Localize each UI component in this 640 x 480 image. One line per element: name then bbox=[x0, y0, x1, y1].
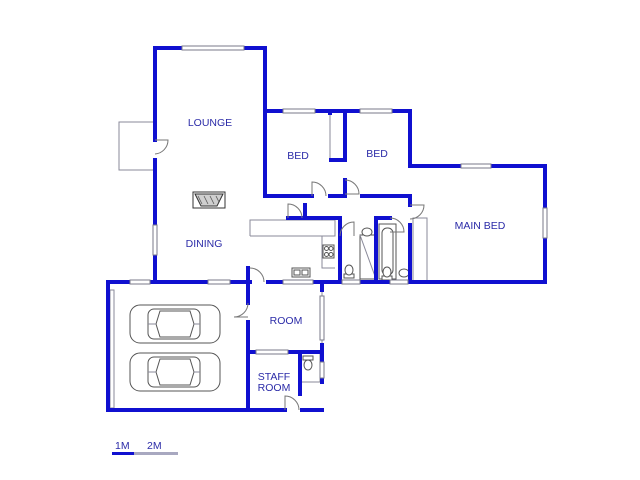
scale-segment-2 bbox=[134, 452, 178, 455]
room-label-staff: STAFF bbox=[258, 371, 290, 383]
toilet-icon bbox=[343, 264, 355, 279]
doors bbox=[154, 139, 425, 411]
room-label-room: ROOM bbox=[270, 315, 303, 327]
room-label-dining: DINING bbox=[186, 238, 223, 250]
room-label-bed-1: BED bbox=[287, 150, 309, 162]
shower-icon bbox=[359, 234, 377, 280]
room-label-staff-room: ROOM bbox=[258, 382, 291, 394]
bathtub-icon bbox=[378, 223, 397, 280]
room-label-lounge: LOUNGE bbox=[188, 117, 232, 129]
car-icon bbox=[129, 304, 221, 344]
basin-icon bbox=[398, 268, 410, 278]
stove-icon bbox=[322, 244, 335, 259]
room-label-bed-2: BED bbox=[366, 148, 388, 160]
sink-icon bbox=[291, 267, 311, 278]
windows bbox=[129, 45, 548, 379]
room-labels: LOUNGE DINING BED BED MAIN BED ROOM STAF… bbox=[186, 117, 506, 394]
fireplace-icon bbox=[192, 191, 226, 209]
car-icon bbox=[129, 352, 221, 392]
toilet-icon bbox=[381, 266, 393, 281]
toilet-icon bbox=[302, 355, 314, 371]
basin-icon bbox=[361, 227, 373, 237]
scale-label-1m: 1M bbox=[115, 440, 130, 452]
scale-bar: 1M 2M bbox=[112, 440, 178, 455]
room-label-main-bed: MAIN BED bbox=[455, 220, 506, 232]
scale-label-2m: 2M bbox=[147, 440, 162, 452]
scale-segment-1 bbox=[112, 452, 134, 455]
